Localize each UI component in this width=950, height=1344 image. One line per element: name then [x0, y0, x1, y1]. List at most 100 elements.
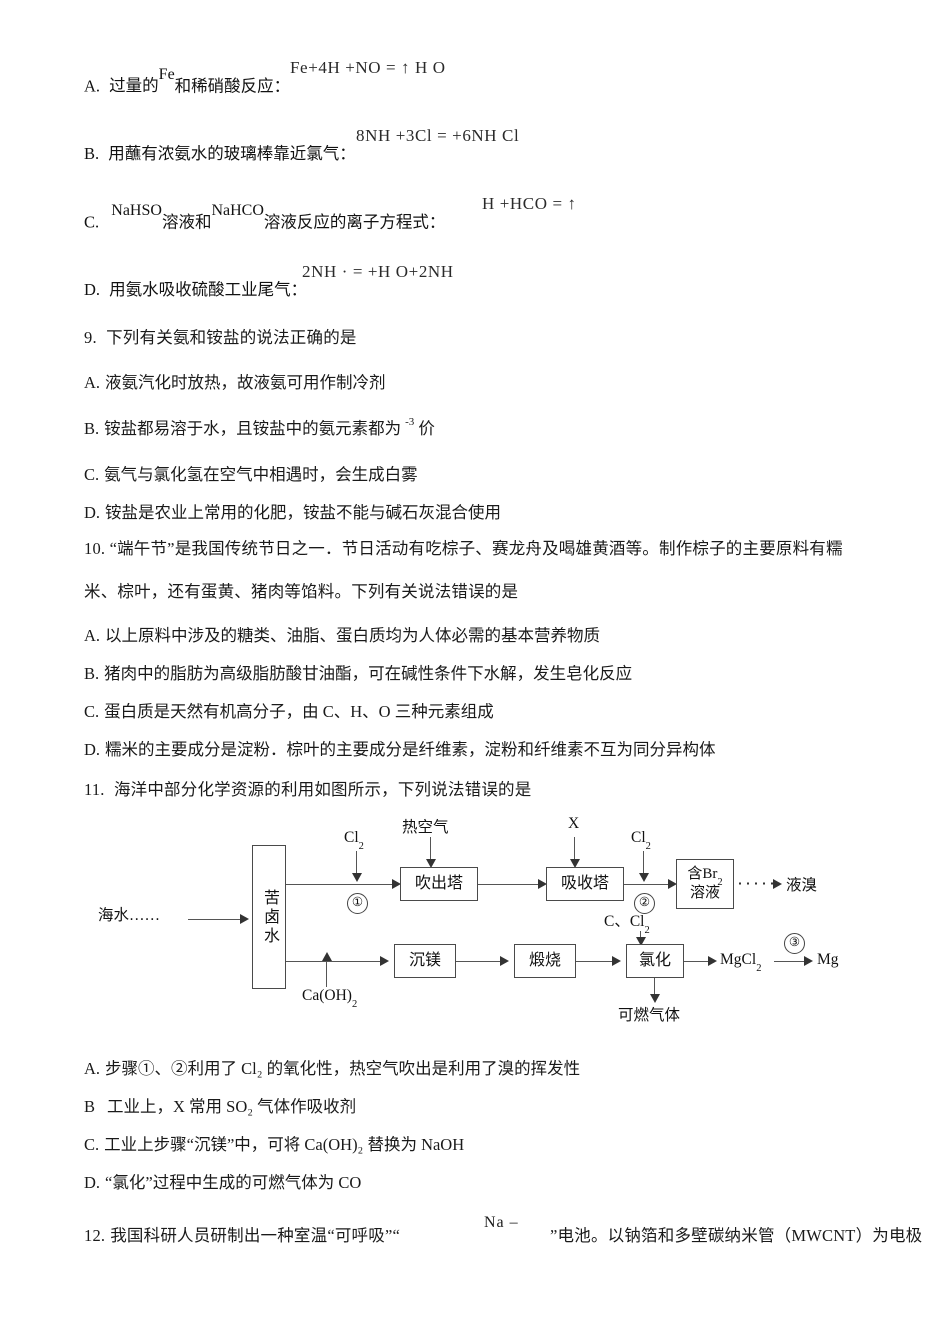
- flow-step-2-marker: ②: [634, 893, 655, 914]
- flow-box-blow-tower: 吹出塔: [400, 867, 478, 901]
- flow-input-seawater-label: 海水……: [98, 907, 161, 924]
- question9-option-a-text: 液氨汽化时放热，故液氨可用作制冷剂: [105, 372, 386, 392]
- flow-arrow-to-chlorination: [612, 956, 621, 966]
- flow-arrow-to-precipitate: [380, 956, 389, 966]
- question9-option-a: A. 液氨汽化时放热，故液氨可用作制冷剂: [84, 369, 874, 393]
- question12-chem-label: Na –: [484, 1214, 519, 1231]
- question12-stem-pre: 我国科研人员研制出一种室温“可呼吸”“: [110, 1226, 401, 1246]
- question9-option-d-letter: D.: [84, 502, 101, 522]
- question9-option-c-text: 氨气与氯化氢在空气中相遇时，会生成白雾: [104, 464, 418, 484]
- q8-option-a-formula: Fe+4H +NO = ↑ H O: [290, 58, 446, 77]
- question9-stem: 下列有关氨和铵盐的说法正确的是: [106, 328, 357, 347]
- flow-output-liquid-bromine: 液溴: [786, 877, 818, 894]
- question10-option-b: B. 猪肉中的脂肪为高级脂肪酸甘油酯，可在碱性条件下水解，发生皂化反应: [84, 660, 874, 684]
- q8-option-a: A. 过量的Fe和稀硝酸反应： Fe+4H +NO = ↑ H O: [84, 42, 874, 104]
- flow-box-precipitate-mg: 沉镁: [394, 944, 456, 978]
- flow-line-hot-air: [430, 837, 431, 863]
- q8-option-d-stem: D. 用氨水吸收硫酸工业尾气：: [84, 276, 307, 300]
- flow-reagent-c-cl2: C、Cl2: [604, 913, 650, 937]
- flow-line-mgcl2-to-mg: [774, 961, 808, 962]
- flow-box-chlorination: 氯化: [626, 944, 684, 978]
- flow-step-3-marker: ③: [784, 933, 805, 954]
- q8-option-b: B. 用蘸有浓氨水的玻璃棒靠近氯气： 8NH +3Cl = +6NH Cl: [84, 110, 874, 172]
- question10-option-b-text: 猪肉中的脂肪为高级脂肪酸甘油酯，可在碱性条件下水解，发生皂化反应: [104, 664, 633, 684]
- question9-option-a-letter: A.: [84, 372, 101, 392]
- q8-option-a-stem-pre: 过量的: [109, 76, 159, 95]
- question9-option-c-letter: C.: [84, 464, 100, 484]
- flow-reagent-caoh2: Ca(OH)2: [302, 987, 358, 1011]
- q8-option-c-stem-mid: 溶液和: [161, 212, 212, 231]
- q8-option-d: D. 用氨水吸收硫酸工业尾气： 2NH · = +H O+2NH: [84, 246, 874, 308]
- flow-line-precipitate-to-calcine: [456, 961, 504, 962]
- flow-line-flammable-gas: [654, 978, 655, 998]
- q8-option-c-chem2: NaHCO: [211, 201, 264, 219]
- question10-stem-line1: “端午节”是我国传统节日之一．节日活动有吃棕子、赛龙舟及喝雄黄酒等。制作棕子的主…: [109, 538, 843, 558]
- q8-option-a-letter: A.: [84, 76, 101, 95]
- flow-arrow-c-cl2: [636, 937, 646, 946]
- flow-arrow-caoh2: [322, 952, 332, 961]
- question8-options: A. 过量的Fe和稀硝酸反应： Fe+4H +NO = ↑ H O B. 用蘸有…: [84, 42, 874, 308]
- flow-line-cl2-step2: [643, 851, 644, 877]
- flow-arrow-to-absorbtower: [538, 879, 547, 889]
- question11-option-b-letter: B: [84, 1097, 96, 1116]
- flow-line-brine-to-precipitate: [286, 961, 384, 962]
- question11-stem: 海洋中部分化学资源的利用如图所示，下列说法错误的是: [113, 780, 532, 800]
- question9-option-c: C. 氨气与氯化氢在空气中相遇时，会生成白雾: [84, 461, 874, 485]
- q8-option-c-formula: H +HCO = ↑: [482, 194, 577, 213]
- flow-reagent-cl2-step2: Cl2: [631, 829, 651, 853]
- question10-stem-line2: 米、棕叶，还有蛋黄、猪肉等馅料。下列有关说法错误的是: [84, 581, 519, 601]
- question9-option-d-text: 铵盐是农业上常用的化肥，铵盐不能与碱石灰混合使用: [105, 502, 502, 522]
- question11-option-b: B 工业上，X 常用 SO₂ 气体作吸收剂: [84, 1093, 874, 1117]
- question11-number: 11.: [84, 780, 105, 800]
- question10-option-a: A. 以上原料中涉及的糖类、油脂、蛋白质均为人体必需的基本营养物质: [84, 622, 874, 646]
- flow-arrow-flammable-gas: [650, 994, 660, 1003]
- question10-option-d-letter: D.: [84, 740, 101, 760]
- question9-option-b-letter: B.: [84, 418, 100, 438]
- question12-stem-row: 12.我国科研人员研制出一种室温“可呼吸”“”电池。以钠箔和多壁碳纳米管（MWC…: [84, 1214, 922, 1249]
- question10-number: 10.: [84, 538, 106, 558]
- question9-option-b-text-pre: 铵盐都易溶于水，且铵盐中的氨元素都为: [104, 418, 402, 438]
- q8-option-d-stem-text: 用氨水吸收硫酸工业尾气：: [109, 280, 308, 299]
- flow-line-blowtower-to-absorbtower: [478, 884, 542, 885]
- question10: 10. “端午节”是我国传统节日之一．节日活动有吃棕子、赛龙舟及喝雄黄酒等。制作…: [84, 537, 874, 761]
- question11: 11. 海洋中部分化学资源的利用如图所示，下列说法错误的是 海水…… 苦卤水 C…: [84, 778, 874, 1193]
- flow-box-br2-line1: 含Br2: [687, 865, 723, 888]
- q8-option-c-stem: C. NaHSO溶液和NaHCO溶液反应的离子方程式：: [84, 202, 446, 233]
- question10-stem-line2-row: 米、棕叶，还有蛋黄、猪肉等馅料。下列有关说法错误的是: [84, 580, 874, 605]
- q8-option-b-letter: B.: [84, 144, 100, 163]
- question12-stem-post: ”电池。以钠箔和多壁碳纳米管（MWCNT）为电极: [550, 1226, 923, 1246]
- question10-option-a-letter: A.: [84, 626, 101, 646]
- question11-option-a-text: 步骤①、②利用了 Cl₂ 的氧化性，热空气吹出是利用了溴的挥发性: [105, 1059, 581, 1078]
- flow-output-mgcl2: MgCl2: [720, 951, 762, 975]
- flow-arrow-x: [570, 859, 580, 868]
- flow-box-br2-line2: 溶液: [689, 885, 720, 902]
- q8-option-b-stem: B. 用蘸有浓氨水的玻璃棒靠近氯气：: [84, 140, 356, 164]
- q8-option-b-stem-text: 用蘸有浓氨水的玻璃棒靠近氯气：: [108, 144, 356, 163]
- flow-line-chlorination-to-mgcl2: [684, 961, 712, 962]
- q8-option-c: C. NaHSO溶液和NaHCO溶液反应的离子方程式： H +HCO = ↑: [84, 178, 874, 240]
- question11-option-b-text: 工业上，X 常用 SO₂ 气体作吸收剂: [107, 1097, 357, 1116]
- flow-arrow-to-mg: [804, 956, 813, 966]
- question11-option-d-letter: D.: [84, 1173, 101, 1192]
- question11-option-d-text: “氯化”过程中生成的可燃气体为 CO: [105, 1173, 362, 1192]
- question10-option-d-text: 糯米的主要成分是淀粉．棕叶的主要成分是纤维素，淀粉和纤维素不互为同分异构体: [105, 740, 716, 760]
- flow-arrow-to-br2: [668, 879, 677, 889]
- flow-box-bitter-brine: 苦卤水: [252, 845, 286, 989]
- q8-option-d-letter: D.: [84, 280, 101, 299]
- flow-reagent-hot-air: 热空气: [402, 819, 449, 836]
- flow-arrow-cl2-step2: [639, 873, 649, 882]
- flow-arrow-hot-air: [426, 859, 436, 868]
- question10-stem-row: 10. “端午节”是我国传统节日之一．节日活动有吃棕子、赛龙舟及喝雄黄酒等。制作…: [84, 537, 874, 562]
- flow-output-flammable-gas: 可燃气体: [618, 1007, 681, 1024]
- question11-option-a: A. 步骤①、②利用了 Cl₂ 的氧化性，热空气吹出是利用了溴的挥发性: [84, 1055, 874, 1079]
- question11-option-c-letter: C.: [84, 1135, 100, 1154]
- question12: 12.我国科研人员研制出一种室温“可呼吸”“”电池。以钠箔和多壁碳纳米管（MWC…: [84, 1214, 922, 1249]
- flow-line-seawater: [188, 919, 242, 920]
- q8-option-c-stem-post: 溶液反应的离子方程式：: [263, 212, 446, 231]
- question10-option-a-text: 以上原料中涉及的糖类、油脂、蛋白质均为人体必需的基本营养物质: [105, 626, 601, 646]
- marine-resources-flowchart: 海水…… 苦卤水 Cl2 ① 热空气 吹出塔: [84, 809, 874, 1041]
- flow-line-caoh2: [326, 961, 327, 987]
